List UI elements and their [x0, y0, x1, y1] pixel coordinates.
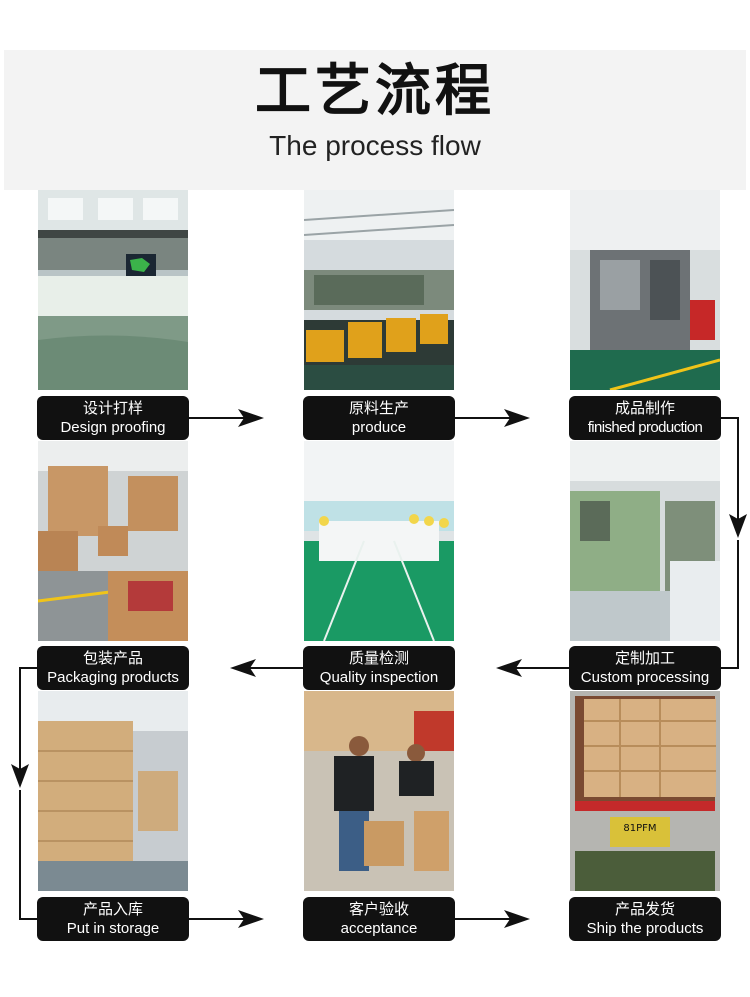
- step-label-design-proofing: 设计打样 Design proofing: [37, 396, 189, 440]
- bag-making-machine-photo: [570, 190, 720, 390]
- arrow-left-icon: [230, 659, 256, 677]
- arrow-right-icon: [504, 409, 530, 427]
- step-label-en: finished production: [587, 419, 703, 436]
- step-label-custom-processing: 定制加工 Custom processing: [569, 646, 721, 690]
- arrow-line: [721, 417, 739, 520]
- step-label-en: Packaging products: [47, 669, 179, 686]
- arrow-right-icon: [504, 910, 530, 928]
- printing-machine-photo: [38, 190, 188, 390]
- arrow-line: [721, 540, 739, 669]
- warehouse-photo: [38, 691, 188, 891]
- step-label-acceptance: 客户验收 acceptance: [303, 897, 455, 941]
- arrow-left-icon: [496, 659, 522, 677]
- step-label-quality-inspection: 质量检测 Quality inspection: [303, 646, 455, 690]
- arrow-down-icon: [729, 514, 747, 538]
- step-label-cn: 设计打样: [82, 399, 143, 417]
- step-label-cn: 原料生产: [348, 399, 409, 417]
- step-label-packaging-products: 包装产品 Packaging products: [37, 646, 189, 690]
- step-label-cn: 产品发货: [614, 900, 675, 918]
- production-line-photo: [304, 190, 454, 390]
- step-label-finished-production: 成品制作 finished production: [569, 396, 721, 440]
- page-title-english: The process flow: [269, 130, 481, 161]
- inspection-workshop-photo: [304, 441, 454, 641]
- step-label-put-in-storage: 产品入库 Put in storage: [37, 897, 189, 941]
- workers-carrying-boxes-photo: [304, 691, 454, 891]
- processing-machine-photo: [570, 441, 720, 641]
- step-label-en: produce: [351, 419, 407, 436]
- arrow-right-icon: [238, 910, 264, 928]
- step-label-produce: 原料生产 produce: [303, 396, 455, 440]
- step-label-en: Quality inspection: [319, 669, 439, 686]
- step-label-cn: 定制加工: [614, 649, 675, 667]
- step-label-en: Put in storage: [66, 920, 160, 937]
- page-title-chinese: 工艺流程: [255, 59, 495, 124]
- arrow-down-icon: [11, 764, 29, 788]
- step-label-cn: 产品入库: [82, 900, 143, 918]
- step-label-en: acceptance: [340, 920, 418, 937]
- header-banner: [4, 50, 746, 190]
- step-label-cn: 质量检测: [348, 649, 409, 667]
- packed-boxes-photo: [38, 441, 188, 641]
- arrow-line: [19, 667, 37, 770]
- step-label-en: Ship the products: [586, 920, 704, 937]
- step-label-en: Custom processing: [580, 669, 710, 686]
- step-label-ship-the-products: 产品发货 Ship the products: [569, 897, 721, 941]
- step-label-cn: 成品制作: [614, 399, 675, 417]
- loaded-truck-photo: 81PFM: [570, 691, 720, 891]
- step-label-en: Design proofing: [60, 419, 166, 436]
- step-label-cn: 客户验收: [348, 900, 409, 918]
- truck-plate-text: 81PFM: [623, 823, 656, 834]
- arrow-line: [19, 790, 37, 920]
- step-label-cn: 包装产品: [82, 649, 143, 667]
- arrow-right-icon: [238, 409, 264, 427]
